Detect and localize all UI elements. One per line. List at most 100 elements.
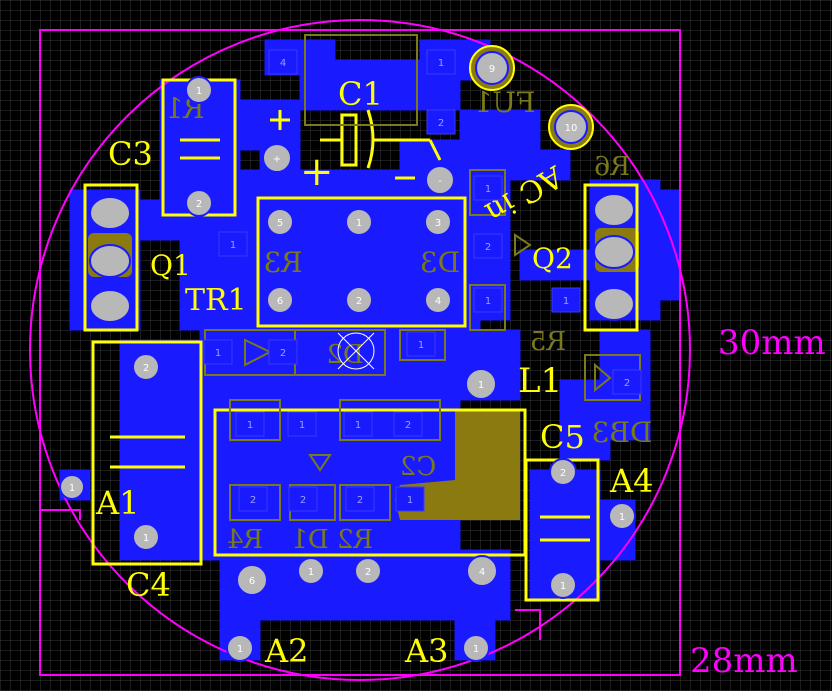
pad-number: 2 [560,468,566,479]
pad-b2[interactable]: 2 [354,557,382,585]
pad-c1-plus[interactable]: + [262,143,292,173]
smd-pad-s-r3-1[interactable]: 1 [218,231,248,257]
smd-pad-s-db3-2[interactable]: 2 [612,369,642,395]
pad-number: 2 [196,199,202,210]
smd-pad-s-q2-3[interactable]: 1 [473,287,503,313]
smd-pad-s-d2-2[interactable]: 2 [268,339,298,365]
smd-pad-number: 1 [215,348,221,359]
dimension-height-label: 28mm [690,641,798,681]
pad-b1[interactable]: 1 [297,557,325,585]
smd-pad-number: 1 [407,495,413,506]
pad-c5-1[interactable]: 1 [549,571,577,599]
silk-label-a1: A1 [95,484,139,522]
pad-number: 6 [249,576,255,587]
pad-tr1[interactable]: 1 [345,208,373,236]
smd-pad-s-r4-2[interactable]: 2 [238,486,268,512]
silk-label-a2: A2 [264,632,308,670]
mirror-label-db3: DB3 [592,416,653,449]
pad-a2[interactable]: 1 [226,634,254,662]
board-outline [29,19,691,681]
pad-number: 1 [69,483,75,494]
pad-l1-1[interactable]: 1 [465,368,497,400]
dimension-width-label: 30mm [718,323,826,363]
smd-pad-number: 2 [250,495,256,506]
smd-pad-s-d1-1[interactable]: 1 [287,411,317,437]
silk-label-l1: L1 [518,361,562,401]
mirror-label-r2: R2 [337,525,373,555]
pad-b4[interactable]: 4 [466,555,498,587]
pad-tr5[interactable]: 5 [266,208,294,236]
pad-c4-2[interactable]: 2 [132,353,160,381]
smd-pad-s-c1-1[interactable]: 1 [426,49,456,75]
smd-pad-s-c1-2[interactable]: 2 [426,109,456,135]
smd-pad-s-r2-2[interactable]: 2 [345,486,375,512]
pad-a1[interactable]: 1 [59,474,85,500]
smd-pad-s-r5-1[interactable]: 1 [406,331,436,357]
mirror-label-r3: R3 [264,246,303,279]
pad-number: 3 [435,218,441,229]
mirror-label-c2: C2 [400,452,436,482]
pad-b6[interactable]: 6 [236,564,268,596]
smd-pad-number: 2 [438,118,444,129]
pad-c1-minus[interactable]: - [425,165,455,195]
smd-pad-number: 1 [230,240,236,251]
pad-number: 2 [143,363,149,374]
smd-pad-number: 2 [624,378,630,389]
smd-pad-number: 1 [563,296,569,307]
transistor-q1-pads[interactable] [89,196,131,323]
smd-pad-number: 1 [485,184,491,195]
smd-pad-s-d2-1[interactable]: 1 [203,339,233,365]
pad-tr6[interactable]: 6 [266,286,294,314]
smd-pad-number: 1 [299,420,305,431]
smd-pad-number: 1 [247,420,253,431]
pad-number: 1 [237,644,243,655]
pad-number: + [273,154,281,165]
pad-number: 1 [143,533,149,544]
pad-p10[interactable]: 10 [548,104,594,150]
smd-pad-number: 4 [280,58,286,69]
pad-c4-1[interactable]: 1 [132,523,160,551]
silk-label-plus: + [300,149,334,195]
smd-pad-s-q2-2[interactable]: 2 [473,233,503,259]
pad-c5-2[interactable]: 2 [549,458,577,486]
pad-number: 6 [277,296,283,307]
pad-tr2[interactable]: 2 [345,286,373,314]
pad-number: 1 [478,380,484,391]
silk-label-a3: A3 [404,632,448,670]
pad-tr3[interactable]: 3 [424,208,452,236]
smd-pad-s-c2-2[interactable]: 2 [393,411,423,437]
pad-a4[interactable]: 1 [608,502,636,530]
fiducial-marker [337,332,375,370]
silk-label-tr1: TR1 [185,283,247,318]
pad-a3[interactable]: 1 [462,634,490,662]
smd-pad-s-q2-1[interactable]: 1 [473,175,503,201]
mirror-label-fu1: FU1 [475,86,536,119]
silk-label-q1: Q1 [150,249,191,282]
pad-c3-1[interactable]: 1 [185,76,213,104]
smd-pad-number: 1 [355,420,361,431]
pad-number: 9 [489,64,495,75]
smd-pad-s-q1-1[interactable]: 1 [551,287,581,313]
silk-label-a4: A4 [609,462,653,500]
smd-pad-s-r4-1[interactable]: 1 [235,411,265,437]
silk-label-c3: C3 [108,135,153,173]
smd-pad-s-c1-4[interactable]: 4 [268,49,298,75]
smd-pad-s-d1-2[interactable]: 2 [288,486,318,512]
pad-number: - [438,176,442,187]
smd-pad-number: 1 [418,340,424,351]
smd-pad-s-r2-1[interactable]: 1 [395,486,425,512]
pad-c3-2[interactable]: 2 [185,189,213,217]
smd-pad-number: 2 [357,495,363,506]
pad-number: 1 [619,512,625,523]
silk-label-c5: C5 [540,418,585,456]
pad-number: 1 [196,86,202,97]
pad-tr4[interactable]: 4 [424,286,452,314]
pad-number: 1 [473,644,479,655]
smd-pad-number: 1 [438,58,444,69]
transistor-q2-pads[interactable] [593,193,635,321]
smd-pad-s-c2-1[interactable]: 1 [343,411,373,437]
pad-p9[interactable]: 9 [469,45,515,91]
